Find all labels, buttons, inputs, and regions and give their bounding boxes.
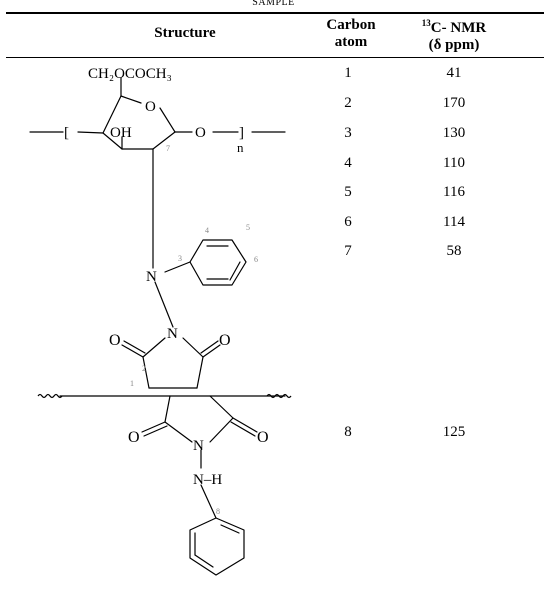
label-open-bracket: [ <box>64 125 69 141</box>
row-1-shift: 41 <box>446 65 462 81</box>
bond-ring-o-right <box>159 107 176 133</box>
header-nmr-line1: 13C- NMR <box>404 15 504 37</box>
row-5-shift: 116 <box>443 184 465 200</box>
row-8-shift: 125 <box>442 424 466 440</box>
row-7-shift: 58 <box>446 243 462 259</box>
row-4-atom: 4 <box>344 155 352 171</box>
row-1-atom: 1 <box>344 65 352 81</box>
label-imide-o-left: O <box>109 332 121 349</box>
header-nmr-line2: (δ ppm) <box>428 37 480 53</box>
label-nh: N–H <box>193 472 222 488</box>
header-structure: Structure <box>154 25 216 41</box>
wavy-right <box>266 393 292 399</box>
label-ring-o: O <box>145 99 156 115</box>
label-oh: OH <box>110 125 132 141</box>
phenyl-ring-upper <box>189 239 247 286</box>
label-acetate: CH₂OCOCH₃ <box>88 66 172 82</box>
label-nitrogen: N <box>146 269 157 285</box>
label-imide-n: N <box>167 326 178 342</box>
label-num-6: 6 <box>254 255 258 264</box>
bond-left-ring <box>77 131 104 134</box>
label-imide-o-right: O <box>219 332 231 349</box>
label-num-8: 8 <box>216 507 220 516</box>
row-2-shift: 170 <box>442 95 466 111</box>
label-lower-o-left: O <box>128 429 140 446</box>
bond-ring-right-lower <box>152 131 176 150</box>
label-lower-o-right: O <box>257 429 269 446</box>
row-5-atom: 5 <box>344 184 352 200</box>
header-nmr-shift: 13C- NMR (δ ppm) <box>404 15 504 54</box>
row-6-atom: 6 <box>344 214 352 230</box>
bond-ring-lower-left <box>102 132 123 150</box>
header-nmr-label: C- NMR <box>430 20 487 36</box>
table-caption: SAMPLE <box>252 0 295 8</box>
bond-ring-top-o <box>120 95 142 104</box>
table-header-rule <box>6 57 544 58</box>
table-top-rule <box>6 12 544 14</box>
row-2-atom: 2 <box>344 95 352 111</box>
header-nmr-isotope: 13 <box>421 18 431 28</box>
row-4-shift: 110 <box>443 155 465 171</box>
bond-n-imide <box>154 281 174 328</box>
header-carbon-line2: atom <box>334 34 368 50</box>
label-num-3: 3 <box>178 254 182 263</box>
header-carbon-line1: Carbon <box>326 17 376 33</box>
bond-ring-left-top <box>102 95 122 134</box>
bond-nh-phenyl <box>200 484 217 519</box>
row-7-atom: 7 <box>344 243 352 259</box>
wavy-left <box>37 393 63 399</box>
row-3-atom: 3 <box>344 125 352 141</box>
row-6-shift: 114 <box>443 214 465 230</box>
label-lower-n: N <box>193 438 204 454</box>
label-close-bracket: ] <box>239 125 244 141</box>
bond-n-phenyl <box>164 261 191 273</box>
label-num-5: 5 <box>246 223 250 232</box>
row-3-shift: 130 <box>442 125 466 141</box>
label-bridge-o: O <box>195 125 206 141</box>
label-num-2: 2 <box>142 364 146 373</box>
chemical-structure: CH₂OCOCH₃ O OH O [ ] n N N O O N O O N–H… <box>29 66 292 576</box>
label-num-1: 1 <box>130 379 134 388</box>
label-num-4: 4 <box>205 226 209 235</box>
row-8-atom: 8 <box>344 424 352 440</box>
phenyl-ring-lower <box>189 517 245 576</box>
label-num-7: 7 <box>166 144 170 153</box>
label-n-sub: n <box>237 140 244 155</box>
header-carbon-atom: Carbon atom <box>317 17 385 51</box>
